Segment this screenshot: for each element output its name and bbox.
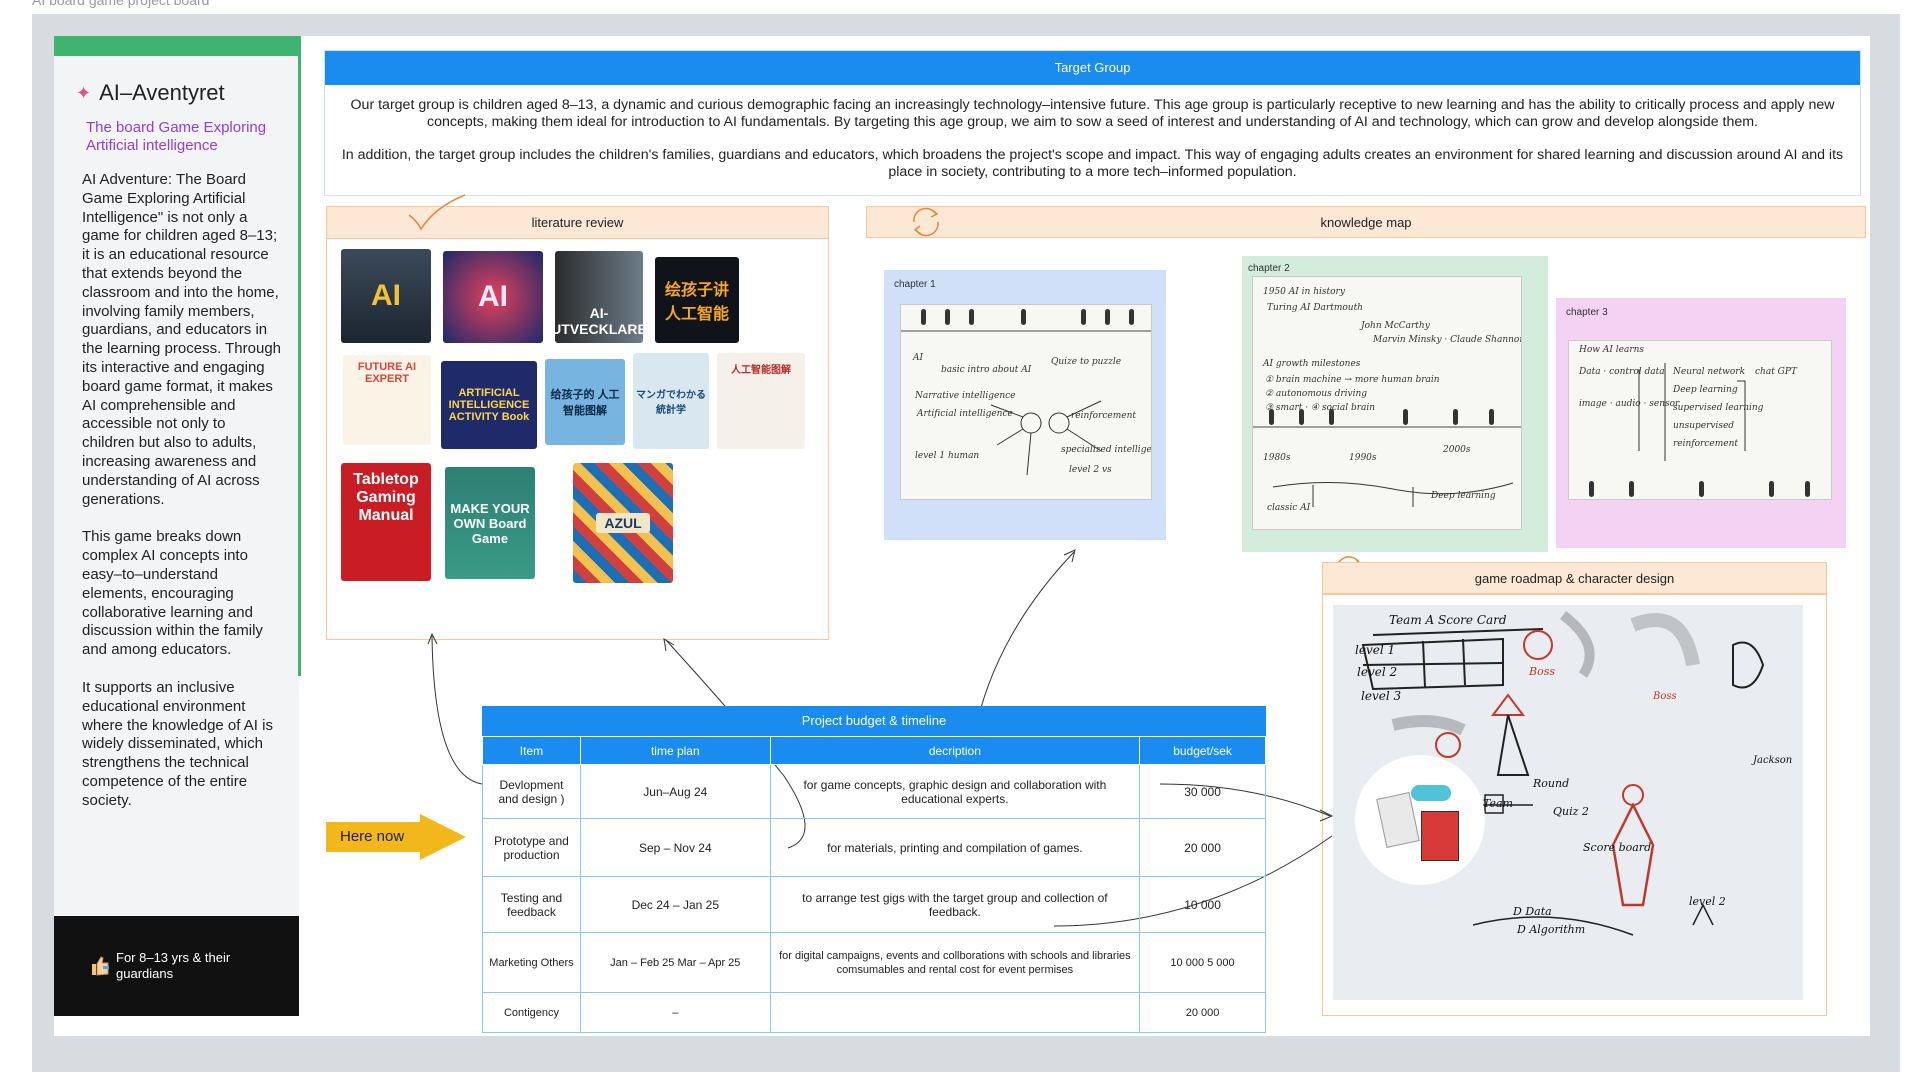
book-cover: 给孩子的 人工智能图解 [545,359,625,445]
book-cover: 绘孩子讲 人工智能 [655,257,739,343]
cell-budget: 30 000 [1139,764,1266,819]
chapter-2-label: chapter 2 [1248,263,1290,274]
audience-footer: For 8–13 yrs & their guardians [54,916,299,1016]
book-cover: AI [443,251,543,343]
roadmap-panel: Team A Score Card level 1 level 2 level … [1322,594,1827,1016]
cell-time: Jan – Feb 25 Mar – Apr 25 [579,932,771,993]
roadmap-title: game roadmap & character design [1322,562,1827,594]
budget-timeline-panel: Project budget & timeline Item time plan… [482,706,1266,1033]
cell-budget: 10 000 [1139,876,1266,933]
cell-budget: 10 000 5 000 [1139,932,1266,993]
cell-item: Marketing Others [482,932,581,993]
table-row: Testing and feedback Dec 24 – Jan 25 to … [482,876,1266,933]
chapter-3-label: chapter 3 [1566,307,1608,318]
chapter-3-notes: How AI learns Data · control data image … [1568,340,1832,500]
book-cover: AI [341,249,431,343]
here-now-label: Here now [340,828,405,845]
cell-item: Testing and feedback [482,876,581,933]
book-cover: AI- UTVECKLARE [555,251,643,343]
project-title: ✦ AI–Aventyret [76,80,225,106]
checkmark-icon [408,194,466,231]
project-subtitle: The board Game Exploring Artificial inte… [86,119,267,154]
column-header: budget/sek [1139,736,1266,765]
cell-description: for game concepts, graphic design and co… [769,764,1141,819]
book-cover: MAKE YOUR OWN Board Game [445,467,535,579]
cell-description: for digital campaigns, events and collbo… [769,932,1141,993]
target-group-panel: Target Group Our target group is childre… [324,50,1861,196]
cell-time: Sep – Nov 24 [579,818,771,877]
chapter-2-notes: 1950 AI in history Turing AI Dartmouth J… [1252,276,1522,530]
cell-time: – [579,992,771,1033]
table-row: Devlopment and design ) Jun–Aug 24 for g… [482,764,1266,819]
description-paragraph-1: AI Adventure: The Board Game Exploring A… [82,171,282,508]
budget-title: Project budget & timeline [482,706,1266,736]
target-group-body: Our target group is children aged 8–13, … [325,85,1860,193]
table-row: Contigency – 20 000 [482,992,1266,1033]
cell-budget: 20 000 [1139,992,1266,1033]
sidebar: ✦ AI–Aventyret The board Game Exploring … [54,36,301,1016]
audience-text: For 8–13 yrs & their guardians [116,950,231,981]
cell-item: Prototype and production [482,818,581,877]
book-cover: AZUL [573,463,673,583]
cell-time: Jun–Aug 24 [579,764,771,819]
book-cover: 人工智能图解 [717,353,805,449]
cell-description: for materials, printing and compilation … [769,818,1141,877]
literature-review-panel: literature review AI AI AI- UTVECKLARE 绘… [326,194,829,640]
description-paragraph-3: It supports an inclusive educational env… [82,678,273,809]
project-title-text: AI–Aventyret [99,80,225,105]
target-group-paragraph-2: In addition, the target group includes t… [341,147,1844,180]
here-now-marker: Here now [326,814,466,860]
thumbs-up-icon [92,956,109,976]
target-group-paragraph-1: Our target group is children aged 8–13, … [350,97,1835,130]
cell-description [769,992,1141,1033]
sidebar-accent-edge [298,36,301,676]
refresh-icon [913,207,939,237]
cell-time: Dec 24 – Jan 25 [579,876,771,933]
table-row: Marketing Others Jan – Feb 25 Mar – Apr … [482,932,1266,993]
board-canvas: ✦ AI–Aventyret The board Game Exploring … [32,14,1900,1072]
book-cover: ARTIFICIAL INTELLIGENCE ACTIVITY Book [441,361,537,449]
book-cover: Tabletop Gaming Manual [341,463,431,581]
sidebar-accent-bar [54,36,299,56]
card-photo [1355,755,1485,885]
whiteboard-photo: Team A Score Card level 1 level 2 level … [1333,605,1803,1000]
table-header-row: Item time plan decription budget/sek [482,736,1266,765]
party-popper-icon: ✦ [76,82,92,103]
cell-item: Contigency [482,992,581,1033]
cell-budget: 20 000 [1139,818,1266,877]
column-header: Item [482,736,581,765]
chapter-1-notes: AI basic intro about AI Quize to puzzle … [900,304,1152,500]
cell-item: Devlopment and design ) [482,764,581,819]
board-frame: ✦ AI–Aventyret The board Game Exploring … [54,36,1870,1036]
table-row: Prototype and production Sep – Nov 24 fo… [482,818,1266,877]
chapter-1-label: chapter 1 [894,279,936,290]
budget-table: Item time plan decription budget/sek Dev… [482,736,1266,1033]
column-header: time plan [579,736,771,765]
column-header: decription [769,736,1141,765]
target-group-title: Target Group [325,51,1860,85]
literature-review-title: literature review [327,207,828,239]
cell-description: to arrange test gigs with the target gro… [769,876,1141,933]
board-caption: AI board game project board [32,0,210,8]
project-description: AI Adventure: The Board Game Exploring A… [82,171,282,830]
book-cover: FUTURE AI EXPERT [343,355,431,445]
knowledge-map-title: knowledge map [866,206,1866,238]
book-cover: マンガでわかる 統計学 [633,353,709,449]
description-paragraph-2: This game breaks down complex AI concept… [82,528,263,659]
